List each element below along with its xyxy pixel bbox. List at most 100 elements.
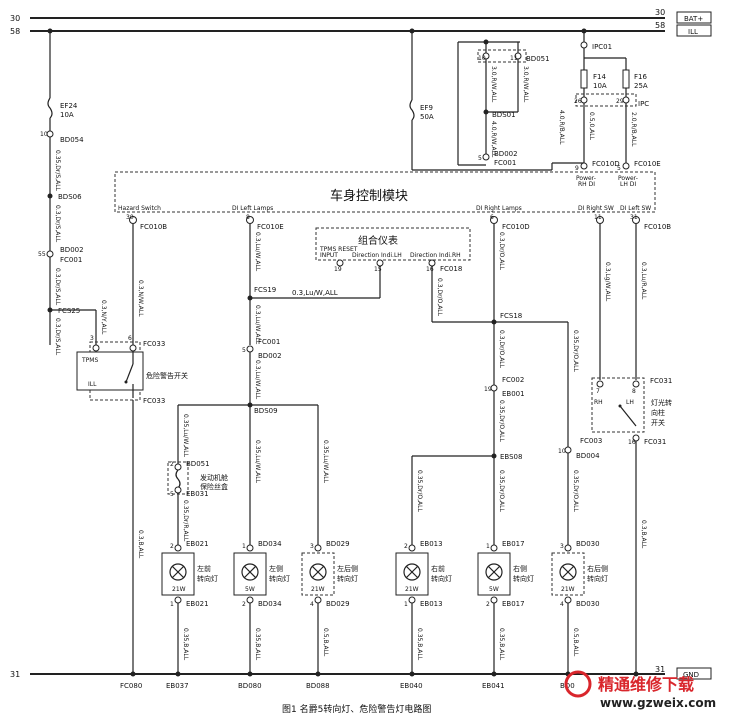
bd054-label: BD054 xyxy=(60,136,84,144)
hazard-wire-b: 0.3,N/W,ALL xyxy=(137,280,144,317)
lf-label-1: 左前 xyxy=(197,564,211,573)
watermark: 精通维修下载 www.gzweix.com xyxy=(564,670,716,710)
hazard-pin-3: 3 xyxy=(90,335,94,342)
fc001-left: FC001 xyxy=(60,256,82,264)
fc001-left-branch: FC001 xyxy=(258,338,280,346)
bcm-hazard-label: Hazard Switch xyxy=(118,205,161,212)
rs-watt: 5W xyxy=(489,586,499,593)
bcm-pin-11: 11 xyxy=(594,214,602,221)
bcm-pin-8: 8 xyxy=(246,214,250,221)
left-wire-1: 0.35,Dr/S,ALL xyxy=(54,150,61,192)
ls-wire-gnd: 0.35,B,ALL xyxy=(254,628,261,661)
hazard-switch: 0.3,N/W,ALL 0.3,N/Y,ALL 3 6 FC033 TPMS I… xyxy=(76,224,188,690)
f16-name: F16 xyxy=(634,73,647,81)
cluster-pin-19: 19 xyxy=(334,266,342,273)
lamp-left-rear: 0.35,Lu/W,ALL 3 BD029 21W 左后侧 转向灯 4 BD02… xyxy=(301,405,358,690)
ls-pin-top: 1 xyxy=(242,543,246,550)
rail-31-left: 31 xyxy=(10,670,20,679)
lr-gnd-conn: BD088 xyxy=(306,682,330,690)
ls-pin-bot: 2 xyxy=(242,601,246,608)
ls-gnd-conn: BD080 xyxy=(238,682,262,690)
lamp-right-rear: 0.35,Dr/O,ALL 3 BD030 21W 右后侧 转向灯 4 BD03… xyxy=(551,470,608,690)
cluster-wire-tpms: 0.3,Lu/W,ALL xyxy=(292,289,338,297)
rr-wire-a: 0.35,Dr/O,ALL xyxy=(572,470,579,512)
rr-pin-bot: 4 xyxy=(560,601,564,608)
hazard-wire-a: 0.3,N/Y,ALL xyxy=(100,300,107,335)
ts-label-1: 灯光转 xyxy=(651,398,672,407)
rs-wire-a: 0.35,Dr/O,ALL xyxy=(498,470,505,512)
power-lh-1: Power- xyxy=(618,175,638,182)
ts-rh: RH xyxy=(594,399,603,406)
fc010d-bcm: FC010D xyxy=(502,223,530,231)
left-wire-4: 0.3,Dr/S,ALL xyxy=(54,318,61,356)
watermark-cn: 精通维修下载 xyxy=(598,675,694,694)
ts-wire-a: 0.3,Lg/W,ALL xyxy=(604,262,611,302)
rf-pin-bot: 1 xyxy=(404,601,408,608)
ef9-wire-c: 4.0,R/W,ALL xyxy=(490,121,497,158)
ef9-rating: 50A xyxy=(420,113,434,121)
lr-label-1: 左后侧 xyxy=(337,564,358,573)
body-control-module: 车身控制模块 Power- RH DI Power- LH DI Hazard … xyxy=(114,171,671,231)
rail-58-right: 58 xyxy=(655,21,665,30)
bcm-right-lamps-label: DI Right Lamps xyxy=(476,205,522,212)
ts-pin-7: 7 xyxy=(596,388,600,395)
lamp-right-side: 0.35,Dr/O,ALL 1 EB017 5W 右侧 转向灯 2 EB017 … xyxy=(477,470,534,690)
lf-eb021-bot: EB021 xyxy=(186,600,209,608)
lr-watt: 21W xyxy=(311,586,325,593)
ipc-label: IPC xyxy=(638,100,649,108)
cluster-title: 组合仪表 xyxy=(358,234,398,247)
watermark-logo-icon xyxy=(564,670,592,698)
bd051-top: BD051 xyxy=(526,55,550,63)
left-branch-wire-2: 0.3,Lu/W,ALL xyxy=(254,305,261,345)
rs-label-2: 转向灯 xyxy=(513,574,534,583)
lr-pin-bot: 4 xyxy=(310,601,314,608)
ef9-pin-10: 10 xyxy=(478,55,486,62)
right-branch-pin-10: 10 xyxy=(558,448,566,455)
lf-pin-bot: 1 xyxy=(170,601,174,608)
bd002-left: BD002 xyxy=(60,246,84,254)
rs-gnd-conn: EB041 xyxy=(482,682,505,690)
right-branch-wire-3: 0.35,Dr/O,ALL xyxy=(498,400,505,442)
cluster-tpms-2: INPUT xyxy=(320,252,338,259)
right-branch-wire-2: 0.3,Dr/O,ALL xyxy=(498,330,505,369)
lf-box-label-2: 保险丝盒 xyxy=(200,482,228,491)
f14-name: F14 xyxy=(593,73,606,81)
ls-label-2: 转向灯 xyxy=(269,574,290,583)
ef24-name: EF24 xyxy=(60,102,78,110)
rail-58-left: 58 xyxy=(10,27,20,36)
lf-gnd-conn: EB037 xyxy=(166,682,189,690)
rf-wire-gnd: 0.35,B,ALL xyxy=(416,628,423,661)
rs-wire-gnd: 0.35,B,ALL xyxy=(498,628,505,661)
right-branch-wire-4: 0.35,Dr/O,ALL xyxy=(572,330,579,372)
lr-bd029-top: BD029 xyxy=(326,540,350,548)
ls-wire-a: 0.35,Lu/W,ALL xyxy=(254,440,261,484)
lamp-left-side: 0.35,Lu/W,ALL 1 BD034 5W 左侧 转向灯 2 BD034 … xyxy=(233,440,290,690)
rr-wire-gnd: 0.5,B,ALL xyxy=(572,628,579,657)
ls-label-1: 左侧 xyxy=(269,564,283,573)
rr-label-2: 转向灯 xyxy=(587,574,608,583)
rf-eb013-top: EB013 xyxy=(420,540,443,548)
left-wire-3: 0.3,Dr/S,ALL xyxy=(54,268,61,306)
ipc01-label: IPC01 xyxy=(592,43,612,51)
power-rh-2: RH DI xyxy=(578,181,595,188)
right-branch-pin-19: 19 xyxy=(484,386,492,393)
fc002-label: FC002 xyxy=(502,376,524,384)
bd004-label: BD004 xyxy=(576,452,600,460)
fc031-top: FC031 xyxy=(650,377,672,385)
ls-bd034-top: BD034 xyxy=(258,540,282,548)
cluster-dir-lh: Direction Indi.LH xyxy=(352,252,402,259)
lr-bd029-bot: BD029 xyxy=(326,600,350,608)
bds09-label: BDS09 xyxy=(254,407,278,415)
cluster-wire-rh: 0.3,Dr/O,ALL xyxy=(436,278,443,317)
ef9-wire-b: 3.0,R/W,ALL xyxy=(522,66,529,103)
ef9-name: EF9 xyxy=(420,104,433,112)
hazard-tpms: TPMS xyxy=(81,357,98,364)
fc010e-top: FC010E xyxy=(634,160,661,168)
fc010d-top: FC010D xyxy=(592,160,620,168)
fc010b-left: FC010B xyxy=(140,223,167,231)
ls-bd034-bot: BD034 xyxy=(258,600,282,608)
lf-pin-5: 5 xyxy=(170,491,174,498)
rf-wire-a: 0.35,Dr/O,ALL xyxy=(416,470,423,512)
rf-pin-top: 2 xyxy=(404,543,408,550)
